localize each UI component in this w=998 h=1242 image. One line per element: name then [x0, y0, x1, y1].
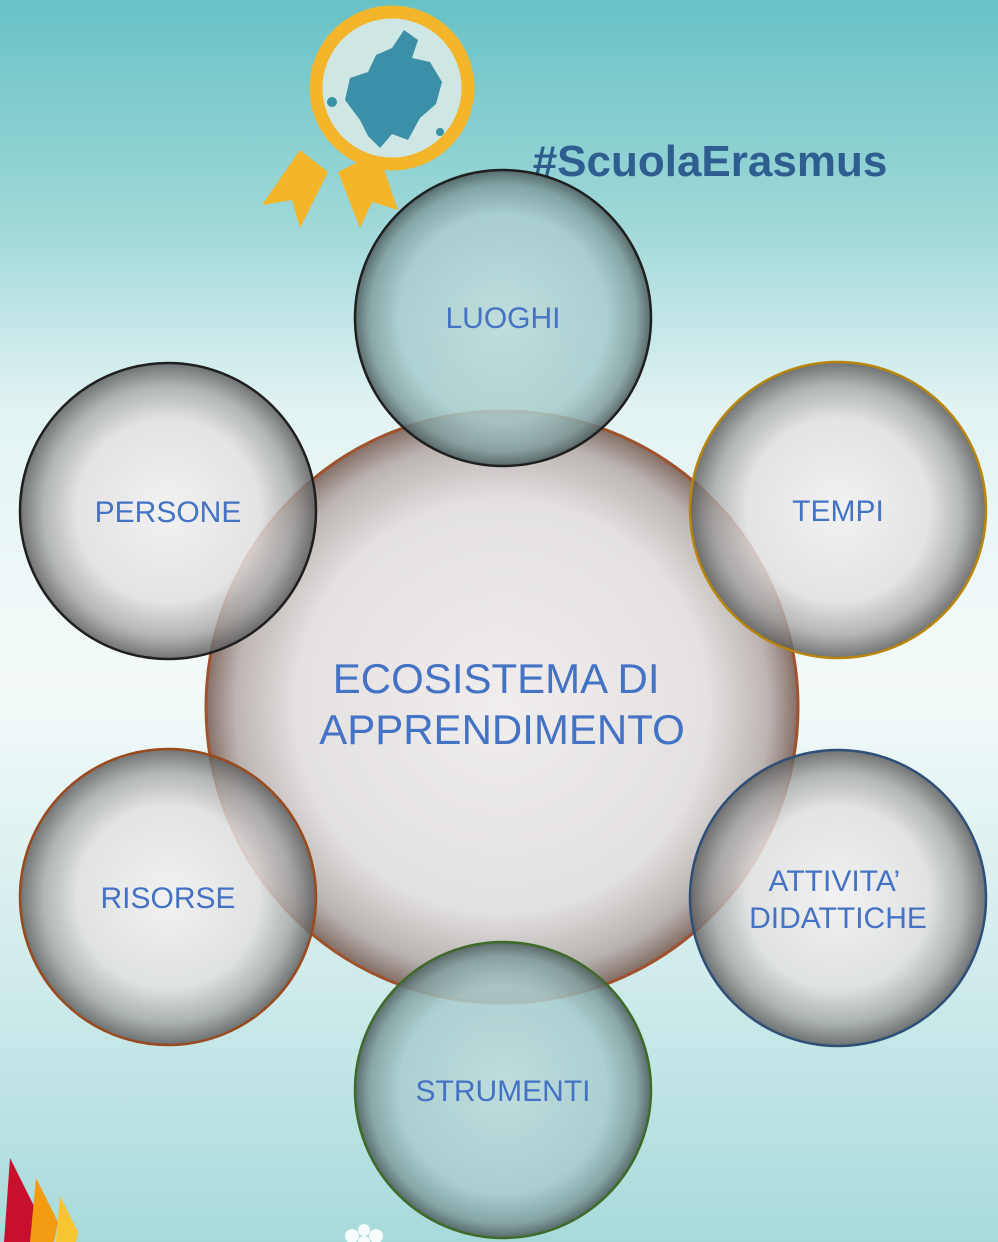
node-risorse: RISORSE	[18, 747, 318, 1047]
europe-badge-icon	[262, 5, 475, 228]
node-label-line: DIDATTICHE	[749, 902, 927, 935]
node-persone: PERSONE	[18, 361, 318, 661]
node-circle	[18, 747, 318, 1047]
node-label: STRUMENTI	[416, 1075, 591, 1108]
node-circle	[688, 360, 988, 660]
center-label-line: APPRENDIMENTO	[319, 706, 685, 753]
center-label-line: ECOSISTEMA DI	[333, 655, 660, 702]
node-label-line: PERSONE	[95, 496, 242, 529]
center-label: ECOSISTEMA DI APPRENDIMENTO	[319, 655, 685, 753]
node-label-line: TEMPI	[792, 495, 884, 528]
node-label: TEMPI	[792, 495, 884, 528]
node-label: PERSONE	[95, 496, 242, 529]
node-luoghi: LUOGHI	[353, 168, 653, 468]
hashtag-text: #ScuolaErasmus	[533, 137, 888, 186]
node-tempi: TEMPI	[688, 360, 988, 660]
node-circle	[353, 168, 653, 468]
node-circle	[353, 940, 653, 1240]
flame-logo-icon	[4, 1158, 78, 1242]
node-label-line: RISORSE	[100, 882, 235, 915]
node-label: RISORSE	[100, 882, 235, 915]
node-strumenti: STRUMENTI	[353, 940, 653, 1240]
node-label: ATTIVITA’ DIDATTICHE	[749, 865, 927, 935]
node-label: LUOGHI	[445, 302, 560, 335]
node-label-line: LUOGHI	[445, 302, 560, 335]
node-circle	[18, 361, 318, 661]
node-label-line: ATTIVITA’	[769, 865, 900, 898]
flower-logo-icon	[345, 1224, 383, 1242]
node-label-line: STRUMENTI	[416, 1075, 591, 1108]
node-circle	[688, 748, 988, 1048]
node-attivita-didattiche: ATTIVITA’ DIDATTICHE	[688, 748, 988, 1048]
